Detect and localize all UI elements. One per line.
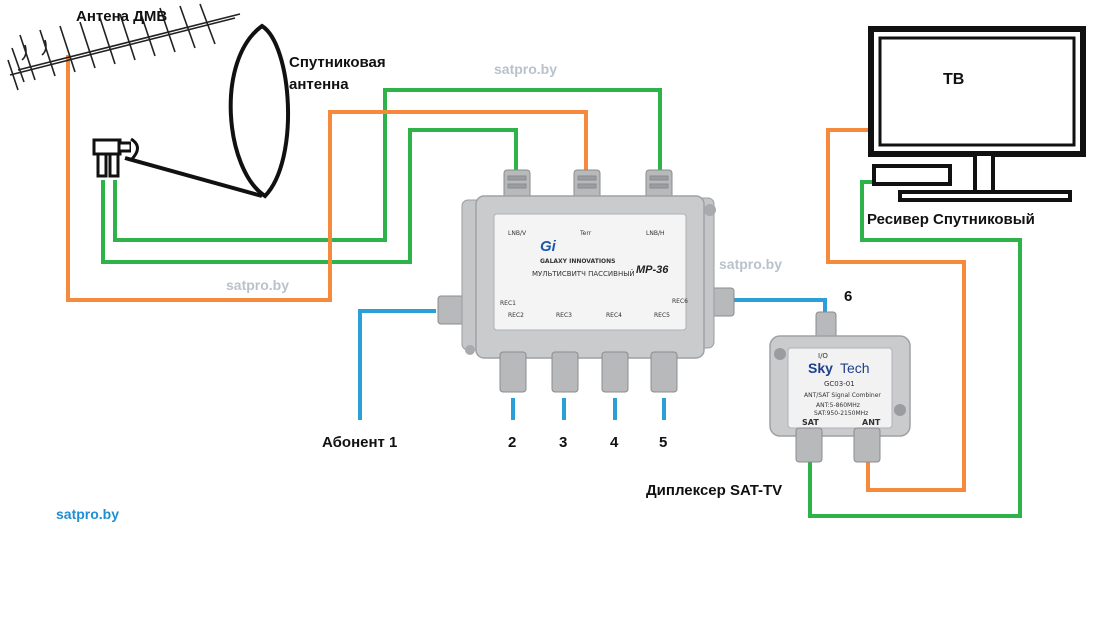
tv-icon bbox=[868, 26, 1086, 202]
ms-input-lnb-v: LNB/V bbox=[508, 230, 527, 237]
dip-io: I/O bbox=[818, 352, 828, 360]
ms-output-3: REC3 bbox=[556, 312, 572, 319]
blue-cable-port-6 bbox=[732, 298, 827, 320]
watermark-top: satpro.by bbox=[494, 61, 558, 77]
dip-model: GC03-01 bbox=[824, 380, 855, 388]
label-subscriber-1: Абонент 1 bbox=[322, 434, 398, 451]
ms-output-4: REC4 bbox=[606, 312, 622, 319]
ms-model: MP-36 bbox=[636, 264, 669, 276]
orange-cable-terrestrial bbox=[66, 55, 588, 302]
lnb-icon bbox=[92, 137, 139, 178]
label-satellite-antenna-line2: антенна bbox=[289, 76, 349, 93]
label-diplexer: Диплексер SAT-TV bbox=[646, 482, 783, 499]
dip-spec-ant: ANT:5-860MHz bbox=[816, 402, 860, 409]
multiswitch-device bbox=[437, 169, 735, 393]
label-port-5: 5 bbox=[659, 434, 668, 451]
ms-output-2: REC2 bbox=[508, 312, 524, 319]
uhf-antenna-icon bbox=[7, 3, 241, 91]
ms-output-6: REC6 bbox=[672, 298, 688, 305]
ms-input-lnb-h: LNB/H bbox=[646, 230, 665, 237]
label-tv: ТВ bbox=[943, 71, 965, 88]
watermark-middle: satpro.by bbox=[226, 277, 290, 293]
dip-port-sat: SAT bbox=[802, 418, 819, 427]
label-port-4: 4 bbox=[610, 434, 619, 451]
dip-port-ant: ANT bbox=[862, 418, 881, 427]
ms-output-1: REC1 bbox=[500, 300, 516, 307]
orange-cables bbox=[66, 55, 966, 492]
dip-spec-sat: SAT:950-2150MHz bbox=[814, 410, 869, 417]
watermark-right: satpro.by bbox=[719, 256, 783, 272]
ms-brand: GALAXY INNOVATIONS bbox=[540, 258, 616, 265]
multiswitch-output-connectors bbox=[499, 351, 678, 393]
ms-output-5: REC5 bbox=[654, 312, 670, 319]
satellite-dish-icon bbox=[92, 23, 291, 199]
ms-logo: Gi bbox=[540, 238, 556, 255]
watermark-bottom-left: satpro.by bbox=[56, 506, 120, 522]
green-cable-lnb-h bbox=[101, 128, 518, 264]
label-port-6: 6 bbox=[844, 288, 853, 305]
green-cable-receiver bbox=[808, 180, 1022, 518]
label-satellite-receiver: Ресивер Спутниковый bbox=[867, 211, 1035, 228]
blue-cable-subscriber-1 bbox=[358, 309, 436, 420]
ms-input-terr: Terr bbox=[580, 230, 592, 237]
receiver-icon bbox=[872, 164, 952, 186]
label-port-2: 2 bbox=[508, 434, 517, 451]
ms-title: МУЛЬТИСВИТЧ ПАССИВНЫЙ bbox=[532, 270, 635, 278]
label-satellite-antenna-line1: Спутниковая bbox=[289, 54, 386, 71]
dip-subtitle: ANT/SAT Signal Combiner bbox=[804, 392, 881, 399]
label-port-3: 3 bbox=[559, 434, 568, 451]
dip-brand-tech: Tech bbox=[840, 360, 870, 376]
dip-brand-sky: Sky bbox=[808, 360, 833, 376]
orange-cable-tv bbox=[826, 128, 966, 492]
green-cables bbox=[101, 88, 1022, 518]
green-cable-lnb-v bbox=[113, 88, 662, 242]
label-uhf-antenna: Антена ДМВ bbox=[76, 8, 168, 25]
diplexer-device bbox=[769, 311, 911, 463]
